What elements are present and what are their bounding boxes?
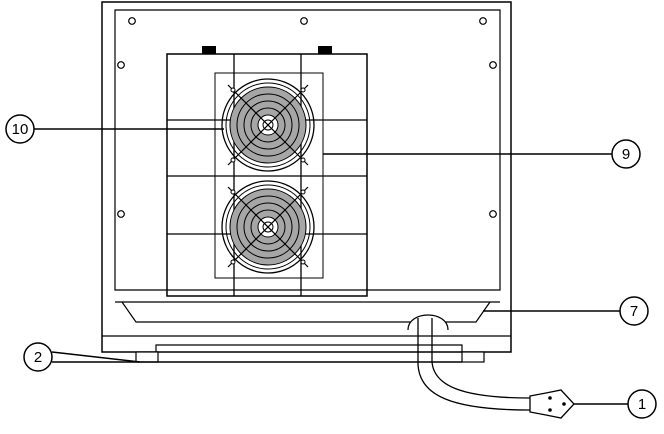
left-foot (135, 351, 159, 363)
callout-fans: 10 (5, 114, 35, 144)
lower-fan (221, 180, 315, 274)
svg-text:7: 7 (630, 303, 638, 320)
callout-fan-panel: 9 (611, 139, 641, 169)
leader-lines (34, 128, 628, 405)
callout-feet: 2 (23, 342, 53, 372)
right-foot (461, 351, 485, 363)
callout-drip-tray: 7 (619, 296, 649, 326)
drip-tray (115, 301, 500, 323)
callout-power-cord: 1 (627, 389, 657, 419)
power-cord (407, 314, 575, 419)
svg-text:9: 9 (622, 146, 630, 163)
svg-text:1: 1 (638, 396, 646, 413)
mounting-screws (117, 17, 497, 218)
power-plug (529, 389, 575, 419)
svg-text:10: 10 (12, 121, 29, 138)
svg-text:2: 2 (34, 349, 42, 366)
housing (101, 1, 512, 353)
base (102, 335, 511, 363)
fan-panel (166, 46, 368, 297)
upper-fan (221, 78, 315, 172)
